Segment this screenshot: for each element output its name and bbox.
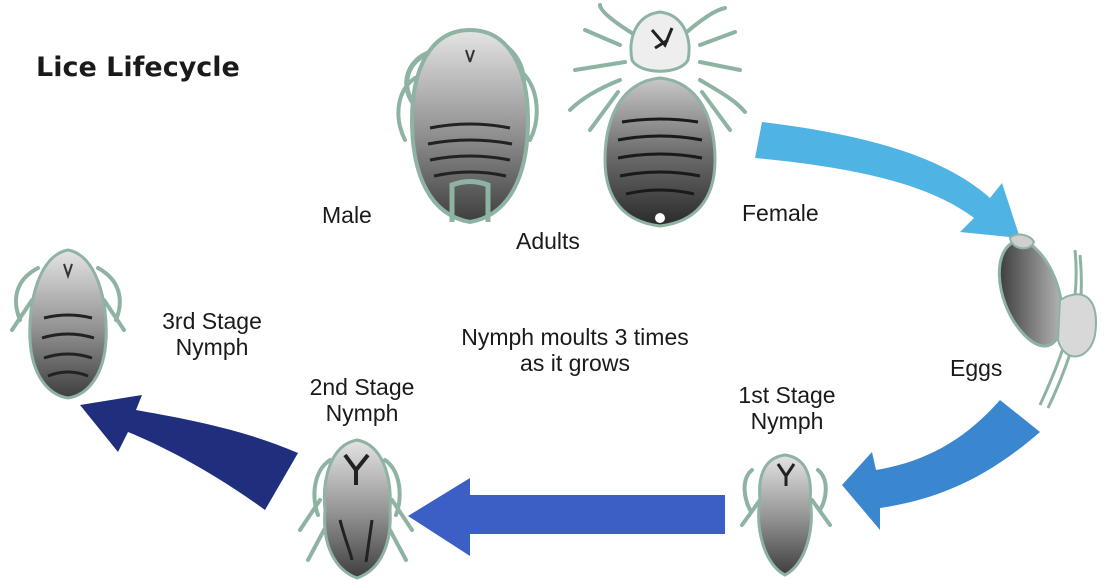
moult-note: Nymph moults 3 times as it grows bbox=[396, 324, 754, 376]
moult-note-line1: Nymph moults 3 times bbox=[396, 324, 754, 350]
diagram-title: Lice Lifecycle bbox=[36, 52, 240, 84]
label-eggs: Eggs bbox=[950, 355, 1002, 381]
first-stage-nymph-icon bbox=[742, 455, 830, 575]
label-second-stage-nymph: 2nd Stage Nymph bbox=[282, 374, 442, 426]
male-louse-icon bbox=[398, 30, 536, 222]
label-third-stage-nymph: 3rd Stage Nymph bbox=[132, 308, 292, 360]
label-male: Male bbox=[322, 202, 372, 228]
arrow-eggs-to-1st-nymph bbox=[842, 400, 1040, 530]
label-female: Female bbox=[742, 200, 819, 226]
third-stage-nymph-icon bbox=[12, 250, 124, 398]
label-adults: Adults bbox=[516, 228, 580, 254]
label-third-stage-line2: Nymph bbox=[132, 334, 292, 360]
label-third-stage-line1: 3rd Stage bbox=[132, 308, 292, 334]
second-stage-nymph-icon bbox=[300, 440, 412, 578]
label-second-stage-line2: Nymph bbox=[282, 400, 442, 426]
female-louse-icon bbox=[570, 5, 745, 226]
arrow-1st-to-2nd-nymph bbox=[408, 478, 725, 556]
label-second-stage-line1: 2nd Stage bbox=[282, 374, 442, 400]
arrow-2nd-to-3rd-nymph bbox=[80, 395, 298, 510]
moult-note-line2: as it grows bbox=[396, 350, 754, 376]
egg-nit-icon bbox=[999, 235, 1096, 408]
label-first-stage-line2: Nymph bbox=[712, 408, 862, 434]
label-first-stage-nymph: 1st Stage Nymph bbox=[712, 382, 862, 434]
label-first-stage-line1: 1st Stage bbox=[712, 382, 862, 408]
